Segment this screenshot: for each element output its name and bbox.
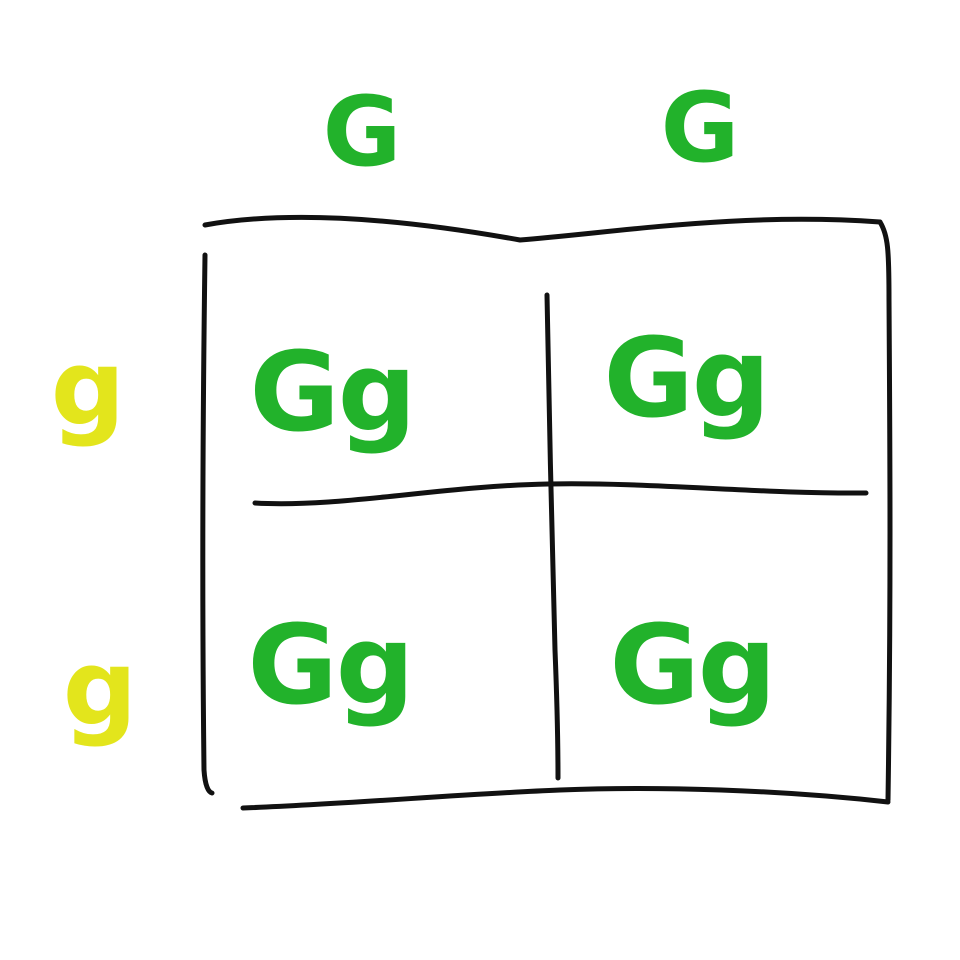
cell-genotype-bottom-left: Gg [247,601,414,729]
grid-left-border [200,252,215,796]
cell-genotype-top-right: Gg [603,314,770,442]
grid-top-border [202,214,883,243]
grid-vertical-divider [544,292,561,781]
grid-bottom-border [240,786,891,811]
top-allele-1: G [322,76,402,188]
grid-horizontal-divider [252,481,869,507]
left-allele-2: g [62,627,138,749]
cell-genotype-bottom-right: Gg [609,601,776,729]
left-allele-1: g [50,327,126,449]
grid-right-border [877,219,893,803]
top-allele-2: G [660,72,740,184]
cell-genotype-top-left: Gg [249,328,416,456]
